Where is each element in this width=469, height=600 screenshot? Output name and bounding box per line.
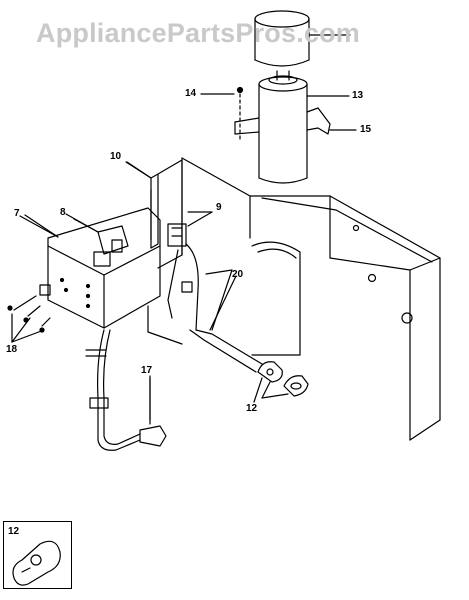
callout-12: 12 — [246, 403, 258, 414]
callout-20: 20 — [232, 269, 244, 280]
callout-10: 10 — [110, 151, 122, 162]
grommet-part-12 — [257, 361, 309, 399]
capacitor-strap-part-15 — [234, 107, 357, 135]
callout-9: 9 — [216, 202, 222, 213]
screws-part-18 — [7, 295, 51, 343]
enclosure-panel-part — [181, 157, 441, 441]
callout-leader-lines — [19, 161, 263, 425]
watermark: AppliancePartsPros.com — [36, 18, 361, 48]
control-box-part-7 — [24, 207, 161, 329]
callout-17: 17 — [141, 365, 153, 376]
wiring-harness-part-20 — [147, 243, 263, 373]
capacitor-cap-part — [254, 10, 351, 67]
inset-detail-frame: 12 — [3, 521, 72, 589]
callout-18: 18 — [6, 344, 18, 355]
inset-grommet-part-12 — [12, 540, 61, 586]
callout-14: 14 — [185, 88, 197, 99]
callout-15: 15 — [360, 124, 372, 135]
callout-8: 8 — [60, 207, 66, 218]
capacitor-part-13 — [258, 70, 350, 184]
switch-part-9 — [167, 211, 213, 247]
inset-callout-12: 12 — [8, 526, 20, 537]
callout-13: 13 — [352, 90, 364, 101]
power-cord-part-17 — [85, 329, 167, 451]
component-part-8 — [73, 218, 129, 267]
callout-7: 7 — [14, 208, 20, 219]
screw-part-14 — [200, 86, 244, 141]
